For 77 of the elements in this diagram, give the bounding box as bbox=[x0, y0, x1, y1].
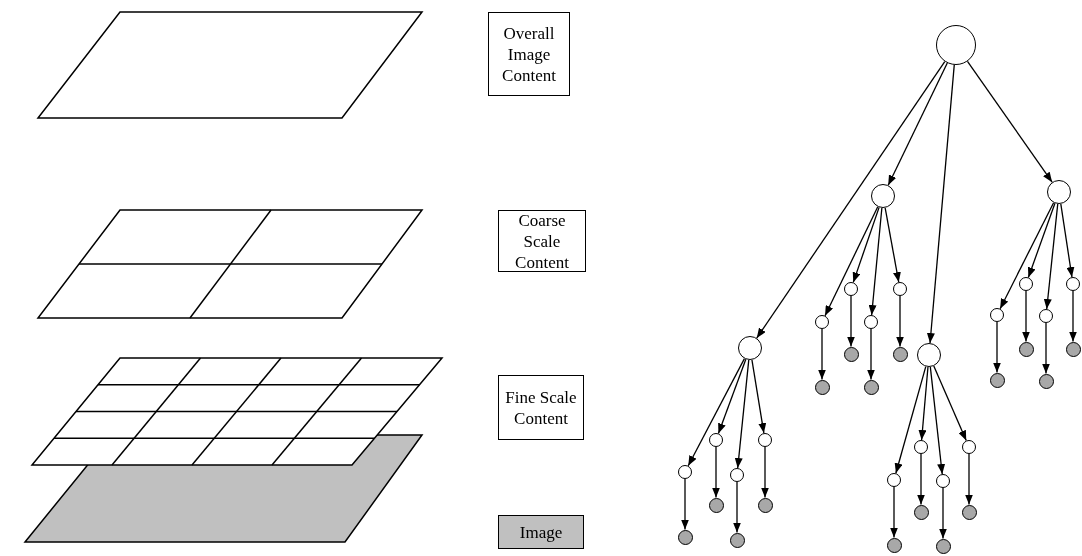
arrow bbox=[756, 60, 946, 339]
arrow bbox=[965, 453, 973, 506]
leaf-node-circle bbox=[814, 379, 830, 395]
arrow bbox=[1027, 202, 1056, 279]
branch-node-circle bbox=[871, 184, 895, 208]
leaf-node-circle bbox=[961, 504, 977, 520]
arrow bbox=[1069, 290, 1077, 343]
arrow bbox=[867, 328, 875, 381]
leaf-node-circle bbox=[989, 372, 1005, 388]
arrow bbox=[681, 478, 689, 531]
leaf-node-circle bbox=[843, 346, 859, 362]
node-circle bbox=[758, 433, 772, 447]
node-circle bbox=[844, 282, 858, 296]
arrow bbox=[818, 328, 826, 381]
arrow bbox=[887, 62, 948, 186]
label-box: Overall Image Content bbox=[488, 12, 570, 96]
arrow bbox=[717, 358, 747, 435]
label-box: Image bbox=[498, 515, 584, 549]
arrow bbox=[993, 321, 1001, 374]
label-box: Coarse Scale Content bbox=[498, 210, 586, 272]
node-circle bbox=[914, 440, 928, 454]
node-circle bbox=[1039, 309, 1053, 323]
arrow bbox=[852, 206, 880, 284]
arrow bbox=[966, 60, 1053, 183]
arrow bbox=[939, 487, 947, 540]
arrow bbox=[896, 295, 904, 348]
leaf-node-circle bbox=[729, 532, 745, 548]
branch-node-circle bbox=[917, 343, 941, 367]
arrow bbox=[824, 206, 879, 317]
leaf-node-circle bbox=[886, 537, 902, 553]
node-circle bbox=[1019, 277, 1033, 291]
branch-node-circle bbox=[1047, 180, 1071, 204]
arrow bbox=[868, 207, 883, 316]
leaf-node-circle bbox=[1038, 373, 1054, 389]
node-circle bbox=[990, 308, 1004, 322]
leaf-node-circle bbox=[708, 497, 724, 513]
arrow bbox=[894, 365, 927, 474]
leaf-node-circle bbox=[1065, 341, 1081, 357]
arrow bbox=[1042, 322, 1050, 375]
arrow bbox=[687, 358, 746, 467]
leaf-node-circle bbox=[892, 346, 908, 362]
leaf-node-circle bbox=[677, 529, 693, 545]
arrow bbox=[1022, 290, 1030, 343]
arrow bbox=[712, 446, 720, 499]
branch-node-circle bbox=[738, 336, 762, 360]
arrow bbox=[1060, 203, 1075, 278]
arrow bbox=[933, 365, 967, 442]
leaf-node-circle bbox=[935, 538, 951, 554]
arrow bbox=[929, 366, 946, 475]
arrow bbox=[847, 295, 855, 348]
node-circle bbox=[893, 282, 907, 296]
leaf-node-circle bbox=[1018, 341, 1034, 357]
node-circle bbox=[864, 315, 878, 329]
node-circle bbox=[887, 473, 901, 487]
root-node-circle bbox=[936, 25, 976, 65]
leaf-node-circle bbox=[913, 504, 929, 520]
arrow bbox=[734, 359, 750, 469]
leaf-node-circle bbox=[757, 497, 773, 513]
arrow bbox=[999, 202, 1055, 310]
node-circle bbox=[936, 474, 950, 488]
arrow bbox=[761, 446, 769, 499]
arrow bbox=[918, 366, 929, 441]
node-circle bbox=[730, 468, 744, 482]
node-circle bbox=[962, 440, 976, 454]
node-circle bbox=[815, 315, 829, 329]
node-circle bbox=[1066, 277, 1080, 291]
node-circle bbox=[678, 465, 692, 479]
arrow bbox=[733, 481, 741, 534]
arrow bbox=[1043, 203, 1059, 310]
arrow bbox=[926, 64, 955, 344]
arrow bbox=[884, 207, 901, 283]
label-box: Fine Scale Content bbox=[498, 375, 584, 440]
arrow bbox=[917, 453, 925, 506]
node-circle bbox=[709, 433, 723, 447]
arrow bbox=[751, 359, 767, 434]
arrow bbox=[890, 486, 898, 539]
leaf-node-circle bbox=[863, 379, 879, 395]
